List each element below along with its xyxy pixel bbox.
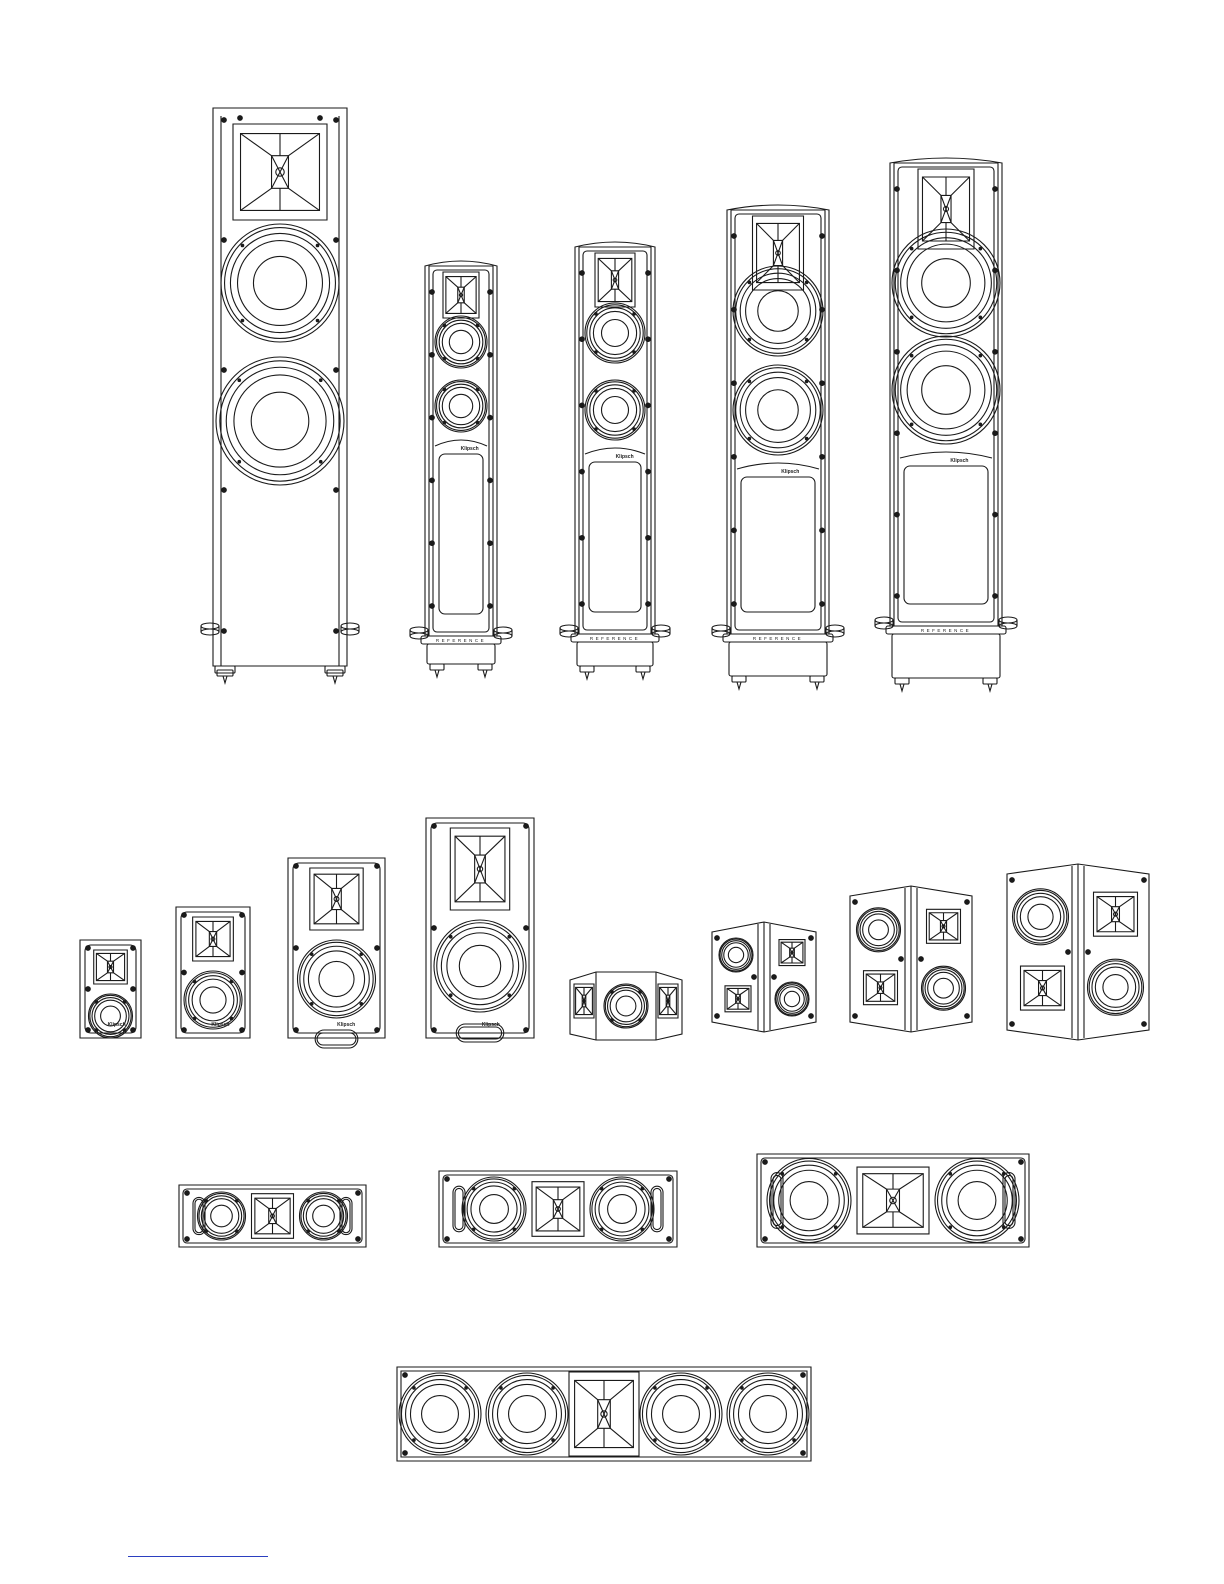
horn-tweeter — [252, 1194, 294, 1239]
series-label: REFERENCE — [436, 638, 486, 643]
woofer — [1088, 959, 1144, 1015]
woofer — [733, 365, 823, 455]
woofer — [298, 940, 376, 1018]
outrigger-foot — [201, 623, 219, 635]
horn-tweeter — [574, 984, 594, 1018]
foot-spike — [636, 666, 650, 679]
center-speaker — [179, 1185, 366, 1247]
foot-spike — [895, 678, 909, 691]
horn-tweeter — [193, 917, 234, 961]
outrigger-foot — [341, 623, 359, 635]
woofer — [640, 1373, 722, 1455]
floorstanding-group: KlipschREFERENCEKlipschREFERENCEKlipschR… — [201, 108, 1017, 691]
woofer — [221, 224, 339, 342]
woofer — [719, 938, 753, 972]
footer-link-underline[interactable] — [128, 1556, 268, 1557]
tower-speaker — [201, 108, 359, 683]
series-label: REFERENCE — [921, 628, 971, 633]
bookshelf-speaker: Klipsch — [80, 940, 141, 1038]
center-speaker — [439, 1171, 677, 1247]
bookshelf-speaker: Klipsch — [288, 858, 385, 1048]
series-label: REFERENCE — [590, 636, 640, 641]
brand-logo: Klipsch — [461, 446, 479, 452]
woofer — [184, 971, 242, 1029]
bookshelf-speaker: Klipsch — [176, 907, 250, 1038]
brand-logo: Klipsch — [337, 1022, 355, 1028]
foot-spike — [327, 670, 343, 683]
horn-tweeter — [779, 940, 805, 966]
horn-tweeter — [595, 253, 635, 307]
surround-speaker — [712, 922, 816, 1032]
horn-tweeter — [310, 868, 363, 930]
brand-logo: Klipsch — [950, 458, 968, 464]
center-speaker-large — [397, 1367, 811, 1461]
woofer — [89, 994, 133, 1038]
foot-spike — [983, 678, 997, 691]
woofer — [727, 1373, 809, 1455]
foot-spike — [430, 664, 444, 677]
brand-logo: Klipsch — [616, 454, 634, 460]
horn-tweeter — [725, 986, 751, 1012]
woofer — [462, 1177, 526, 1241]
bookshelf-speaker: Klipsch — [426, 818, 534, 1042]
woofer — [922, 966, 966, 1010]
series-label: REFERENCE — [753, 636, 803, 641]
woofer — [434, 920, 526, 1012]
woofer — [775, 982, 809, 1016]
woofer — [585, 380, 645, 440]
woofer — [892, 229, 1000, 337]
horn-tweeter — [864, 971, 898, 1005]
center-speaker — [757, 1154, 1029, 1247]
tower-speaker: KlipschREFERENCE — [875, 158, 1017, 691]
horn-tweeter — [1021, 966, 1065, 1010]
woofer — [767, 1159, 851, 1243]
horn-tweeter — [94, 950, 128, 984]
foot-spike — [217, 670, 233, 683]
surround-speaker — [570, 972, 682, 1040]
woofer — [590, 1177, 654, 1241]
brand-logo: Klipsch — [108, 1022, 126, 1028]
woofer — [486, 1373, 568, 1455]
woofer — [1013, 889, 1069, 945]
woofer — [857, 908, 901, 952]
woofer — [585, 303, 645, 363]
horn-tweeter — [450, 828, 509, 910]
horn-tweeter — [1094, 892, 1138, 936]
foot-spike — [580, 666, 594, 679]
woofer — [435, 380, 487, 432]
woofer — [892, 336, 1000, 444]
foot-spike — [478, 664, 492, 677]
horn-tweeter — [918, 169, 974, 249]
foot-spike — [810, 676, 824, 689]
horn-tweeter — [233, 124, 327, 220]
woofer — [435, 316, 487, 368]
horn-tweeter — [569, 1372, 639, 1456]
brand-logo: Klipsch — [482, 1022, 500, 1028]
surround-speaker — [850, 886, 972, 1032]
bookshelf-group: Klipsch Klipsch Klipsch Klipsch — [80, 818, 534, 1048]
horn-tweeter — [857, 1167, 929, 1234]
surround-speaker — [1007, 864, 1149, 1040]
horn-tweeter — [927, 909, 961, 943]
surround-group — [570, 864, 1149, 1040]
center-group — [179, 1154, 1029, 1461]
foot-spike — [732, 676, 746, 689]
woofer — [604, 984, 648, 1028]
woofer — [216, 357, 344, 485]
woofer — [399, 1373, 481, 1455]
horn-tweeter — [532, 1182, 584, 1237]
brand-logo: Klipsch — [211, 1022, 229, 1028]
brand-logo: Klipsch — [781, 469, 799, 475]
horn-tweeter — [658, 984, 678, 1018]
woofer — [935, 1159, 1019, 1243]
horn-tweeter — [443, 272, 479, 318]
